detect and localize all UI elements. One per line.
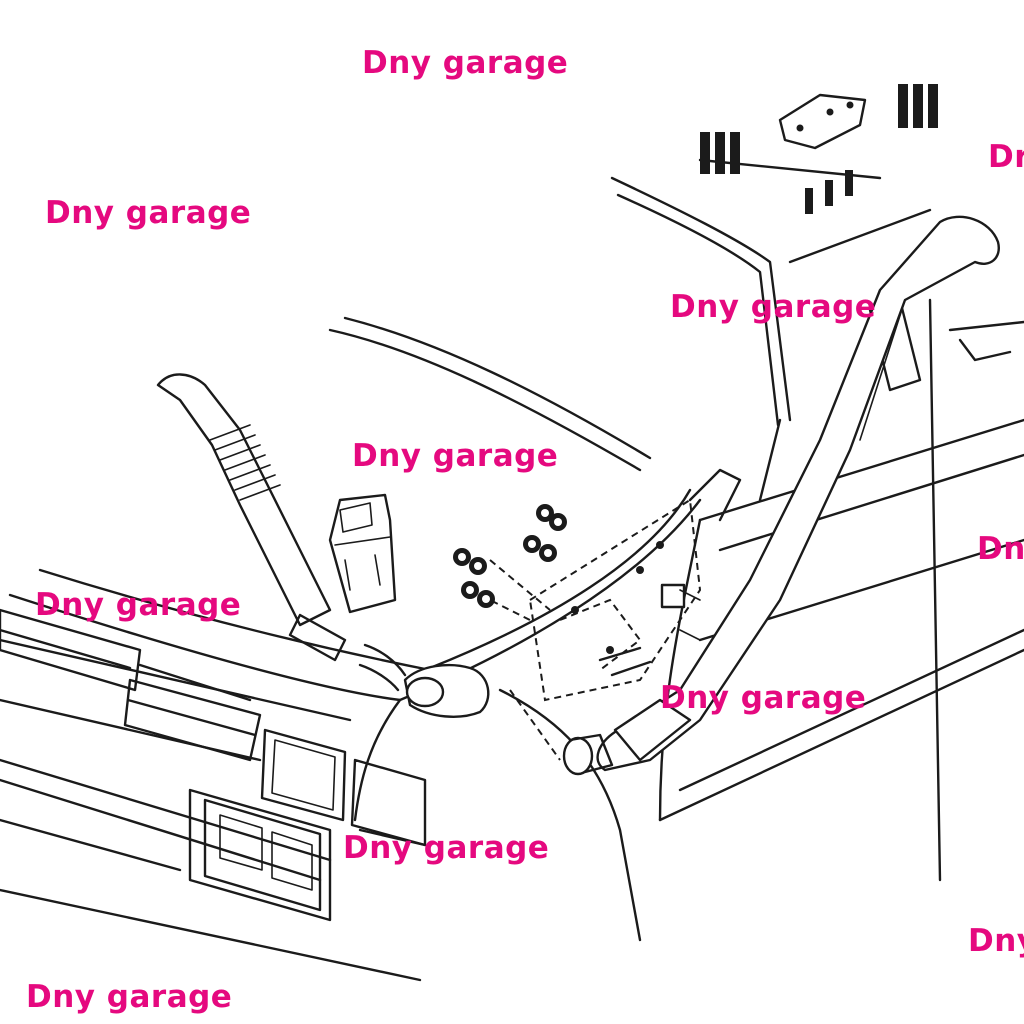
watermark: Dny garage	[45, 195, 252, 231]
front-bumper	[0, 788, 422, 982]
watermark: Dny garage	[35, 587, 242, 623]
snorkel-body	[562, 215, 1000, 776]
fender-nuts	[453, 504, 567, 608]
watermark: Dr	[988, 139, 1024, 175]
watermark: Dny garage	[670, 289, 877, 325]
watermark: Dny garage	[660, 680, 867, 716]
mounting-template	[469, 498, 702, 761]
hardware-bracket	[778, 93, 867, 150]
air-box	[328, 493, 397, 614]
watermark: Dny garage	[352, 438, 559, 474]
air-intake-hose	[156, 373, 490, 718]
watermark: Dn	[977, 531, 1024, 567]
front-grille	[0, 608, 332, 882]
watermark: Dny	[968, 923, 1024, 959]
watermark: Dny garage	[26, 979, 233, 1015]
hardware-bolts	[700, 84, 938, 214]
watermark: Dny garage	[343, 830, 550, 866]
watermark: Dny garage	[362, 45, 569, 81]
headlight	[260, 728, 427, 847]
hood-and-fender	[0, 488, 702, 942]
